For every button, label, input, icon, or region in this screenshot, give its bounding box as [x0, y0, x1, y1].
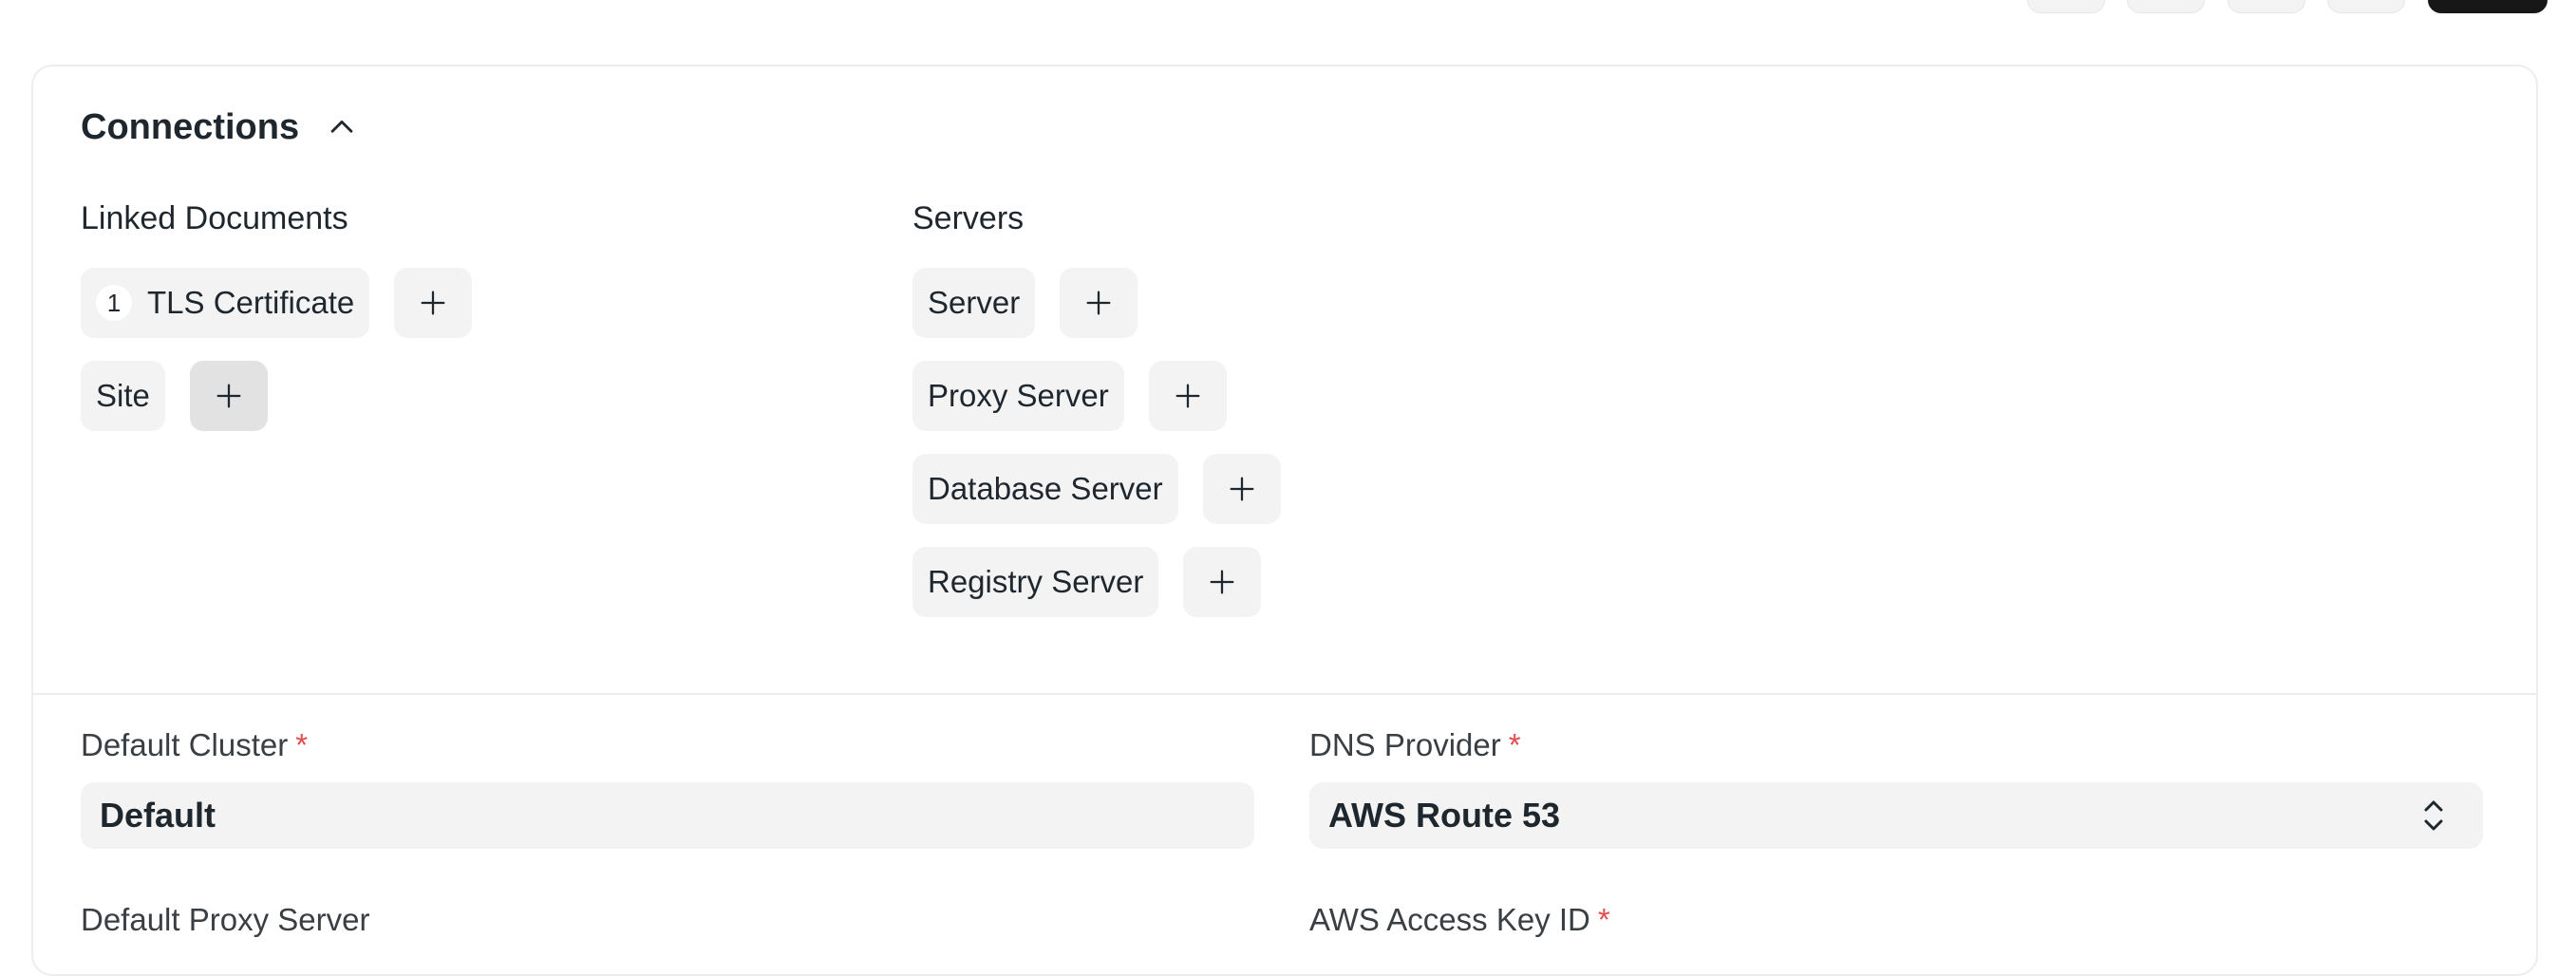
add-site-button[interactable] — [189, 361, 268, 431]
plus-icon — [421, 291, 445, 315]
linked-documents-group: Linked Documents 1 TLS Certificate Site — [81, 190, 473, 433]
dns-provider-select[interactable]: AWS Route 53 — [1309, 782, 2483, 849]
servers-title: Servers — [912, 200, 1025, 236]
plus-icon — [1175, 384, 1200, 408]
pill-label: TLS Certificate — [147, 285, 355, 320]
default-cluster-value: Default — [100, 796, 216, 835]
linked-documents-title: Linked Documents — [81, 200, 348, 236]
plus-icon — [216, 384, 241, 408]
linked-doc-site[interactable]: Site — [81, 361, 165, 431]
servers-group: Servers Server Proxy Server — [912, 190, 1281, 619]
add-tls-certificate-button[interactable] — [394, 268, 473, 338]
toolbar-button-4[interactable] — [2327, 0, 2405, 13]
default-cluster-field: Default Cluster* Default — [81, 722, 1254, 849]
connections-card: Connections Linked Documents 1 TLS Certi… — [31, 65, 2538, 976]
aws-access-key-id-label: AWS Access Key ID* — [1309, 902, 1610, 937]
add-server-button[interactable] — [1060, 268, 1138, 338]
required-mark: * — [295, 727, 309, 762]
pill-label: Proxy Server — [928, 378, 1109, 413]
add-registry-server-button[interactable] — [1183, 547, 1262, 617]
server-link-proxy-server[interactable]: Proxy Server — [912, 361, 1124, 431]
server-link-registry-server[interactable]: Registry Server — [912, 547, 1159, 617]
connections-title: Connections — [81, 106, 300, 147]
default-cluster-input[interactable]: Default — [81, 782, 1254, 849]
server-link-server[interactable]: Server — [912, 268, 1036, 338]
linked-doc-tls-certificate[interactable]: 1 TLS Certificate — [81, 268, 370, 338]
plus-icon — [1086, 291, 1111, 315]
pill-label: Site — [96, 378, 150, 413]
add-proxy-server-button[interactable] — [1148, 361, 1227, 431]
default-proxy-server-label: Default Proxy Server — [81, 902, 370, 937]
toolbar-button-2[interactable] — [2127, 0, 2205, 13]
section-divider — [33, 693, 2536, 695]
dns-provider-value: AWS Route 53 — [1328, 796, 1561, 835]
plus-icon — [1230, 477, 1254, 501]
add-database-server-button[interactable] — [1202, 454, 1281, 524]
count-badge: 1 — [96, 285, 132, 321]
toolbar-button-3[interactable] — [2228, 0, 2305, 13]
required-mark: * — [1597, 902, 1610, 937]
default-cluster-label: Default Cluster — [81, 727, 289, 762]
select-arrows-icon — [2424, 800, 2443, 831]
required-mark: * — [1508, 727, 1521, 762]
pill-label: Server — [928, 285, 1021, 320]
pill-label: Registry Server — [928, 564, 1144, 599]
toolbar-primary-button[interactable] — [2428, 0, 2548, 13]
plus-icon — [1210, 570, 1234, 594]
server-link-database-server[interactable]: Database Server — [912, 454, 1178, 524]
dns-provider-label: DNS Provider — [1309, 727, 1501, 762]
connections-header[interactable]: Connections — [81, 99, 358, 156]
dns-provider-field: DNS Provider* AWS Route 53 — [1309, 722, 2483, 849]
toolbar-button-1[interactable] — [2027, 0, 2105, 13]
pill-label: Database Server — [928, 471, 1163, 506]
chevron-up-icon[interactable] — [326, 111, 358, 143]
